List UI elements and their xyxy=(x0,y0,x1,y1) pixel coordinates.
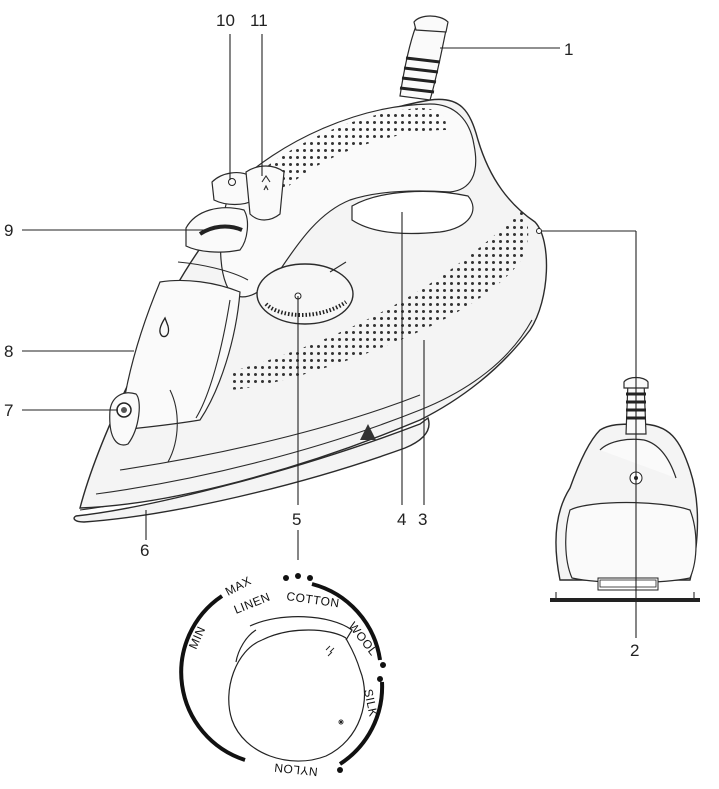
handle-grip xyxy=(262,108,447,192)
callout-11: 11 xyxy=(250,11,268,30)
steam-icon xyxy=(325,645,335,657)
water-tank xyxy=(119,279,241,431)
rear-panel[interactable] xyxy=(565,501,697,584)
handle-opening xyxy=(351,190,474,235)
callout-numbers: 1 2 3 4 5 6 7 8 9 10 11 xyxy=(4,11,639,660)
dial-label-max: MAX xyxy=(223,573,254,598)
callout-lines xyxy=(22,34,637,638)
spray-button[interactable] xyxy=(185,207,249,253)
callout-6: 6 xyxy=(140,541,149,560)
callout-8: 8 xyxy=(4,342,13,361)
callout-10: 10 xyxy=(216,11,235,30)
callout-2: 2 xyxy=(630,641,639,660)
callout-4: 4 xyxy=(397,510,406,529)
callout-7: 7 xyxy=(4,401,13,420)
callout-5: 5 xyxy=(292,510,301,529)
callout-1: 1 xyxy=(564,40,573,59)
callout-9: 9 xyxy=(4,221,13,240)
temperature-dial[interactable] xyxy=(256,263,354,325)
dial-label-silk: SILK xyxy=(361,688,381,718)
warning-triangle-icon xyxy=(360,424,376,440)
cord-guard xyxy=(399,15,449,101)
snowflake-icon xyxy=(338,719,344,725)
water-drop-icon xyxy=(159,316,170,338)
callout-3: 3 xyxy=(418,510,427,529)
iron-main-view xyxy=(73,15,548,523)
side-vents xyxy=(230,210,529,390)
spray-nozzle xyxy=(109,392,140,446)
dial-inner-track xyxy=(228,637,366,762)
iron-rear-view xyxy=(550,376,700,602)
dial-label-min: MIN xyxy=(186,624,208,651)
dial-detail: MIN MAX LINEN COTTON WOOL SILK NYLON xyxy=(179,573,386,779)
spray-control-button[interactable] xyxy=(245,165,285,221)
dial-outer-arc xyxy=(179,594,246,762)
dial-label-nylon: NYLON xyxy=(273,760,318,779)
